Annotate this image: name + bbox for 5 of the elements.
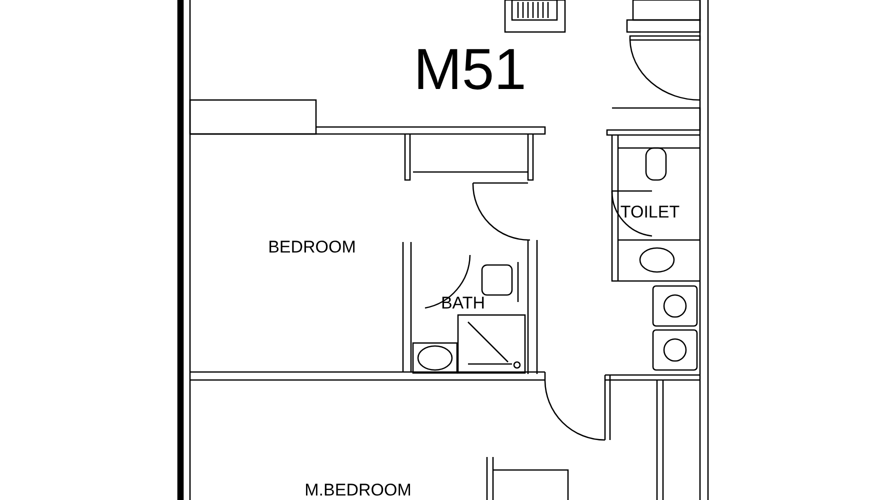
unit-number: M51 — [414, 41, 526, 99]
room-label: BATH — [440, 294, 486, 312]
room-label: M.BEDROOM — [304, 482, 412, 498]
room-label: BEDROOM — [268, 238, 356, 256]
room-label: TOILET — [620, 204, 680, 220]
